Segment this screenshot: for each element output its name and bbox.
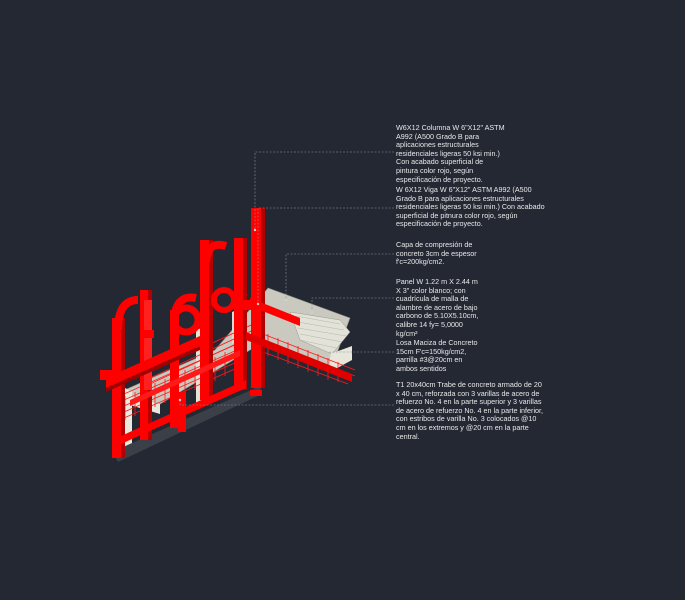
beam-lower-left	[112, 380, 246, 448]
leader-column	[254, 151, 394, 230]
arc-ring	[170, 304, 202, 336]
beam-top-left-shade	[106, 346, 200, 392]
plate-1	[240, 300, 258, 310]
plate-3	[100, 370, 116, 380]
annotation-topping: Capa de compresión de concreto 3cm de es…	[396, 240, 477, 267]
plate-2	[140, 330, 154, 338]
annotation-panel: Panel W 1.22 m X 2.44 m X 3" color blanc…	[396, 277, 479, 338]
column-center-web	[243, 238, 247, 390]
slab-corner-panel	[289, 311, 351, 355]
beam-top-left	[106, 336, 200, 388]
column-mid-1	[170, 310, 179, 428]
annotation-slab: Losa Maciza de Concreto 15cm F'c=150kg/c…	[396, 338, 478, 373]
leader-lines	[179, 151, 394, 406]
steel-beams	[106, 298, 352, 448]
panel-grid	[295, 315, 347, 349]
leader-panel	[311, 297, 394, 312]
beam-mid	[130, 350, 240, 406]
marker-slab	[328, 354, 332, 358]
connection-plates	[100, 300, 262, 396]
column-left-1-web	[121, 318, 125, 458]
leader-markers	[178, 228, 332, 402]
connection-arcs	[114, 240, 237, 336]
leader-slab	[329, 351, 394, 356]
annotation-column: W6X12 Columna W 6"X12" ASTM A992 (A500 G…	[396, 123, 505, 184]
arc-connection-3	[202, 240, 228, 263]
column-center	[234, 238, 244, 390]
slab-side-lower	[330, 346, 352, 372]
column-front	[144, 300, 152, 390]
marker-panel	[310, 310, 314, 314]
annotation-trabe: T1 20x40cm Trabe de concreto armado de 2…	[396, 380, 544, 441]
leader-topping	[285, 253, 394, 300]
leader-trabe	[179, 400, 394, 406]
marker-trabe	[178, 398, 182, 402]
marker-beam	[256, 302, 260, 306]
marker-column	[253, 228, 257, 232]
column-left-1	[112, 318, 122, 458]
marker-topping	[284, 298, 288, 302]
plate-4	[250, 390, 262, 396]
column-tall	[251, 208, 262, 388]
annotation-beam: W 6X12 Viga W 6"X12" ASTM A992 (A500 Gra…	[396, 185, 545, 229]
arc-connection-1	[114, 296, 139, 331]
arc-ring-2	[211, 287, 237, 313]
beam-top-right	[250, 298, 300, 326]
beam-lower-right	[246, 332, 352, 382]
column-mid-2-web	[209, 240, 213, 400]
column-tall-web	[261, 208, 265, 388]
leader-beam	[257, 207, 394, 304]
column-mid-2	[200, 240, 210, 400]
